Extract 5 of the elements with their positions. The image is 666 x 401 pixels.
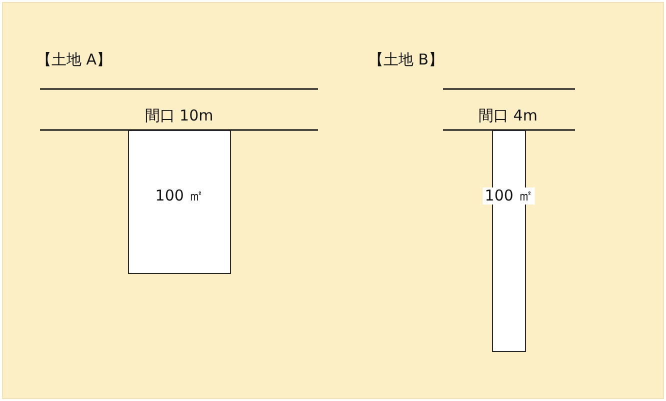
area-label: 100 ㎡	[482, 188, 536, 204]
frontage-label: 間口 10m	[144, 108, 214, 124]
plot-title: 【土地 B】	[368, 52, 444, 68]
land-plot	[128, 130, 231, 274]
plot-title: 【土地 A】	[36, 52, 112, 68]
